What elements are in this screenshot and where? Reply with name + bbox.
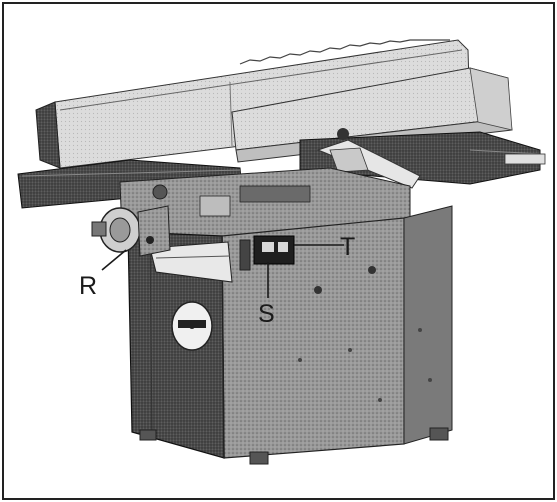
leader-r: [101, 249, 127, 271]
control-switch-panel: [239, 235, 295, 271]
height-handwheel: [171, 301, 213, 351]
thicknesser-table: [149, 241, 233, 283]
callout-r: R: [79, 272, 97, 300]
cutter-guard: [316, 128, 421, 189]
fence: [35, 39, 471, 169]
feed-motor-crank: [91, 205, 171, 257]
callout-t: T: [340, 233, 355, 261]
top-assembly: [119, 167, 411, 241]
callout-s: S: [258, 300, 275, 328]
